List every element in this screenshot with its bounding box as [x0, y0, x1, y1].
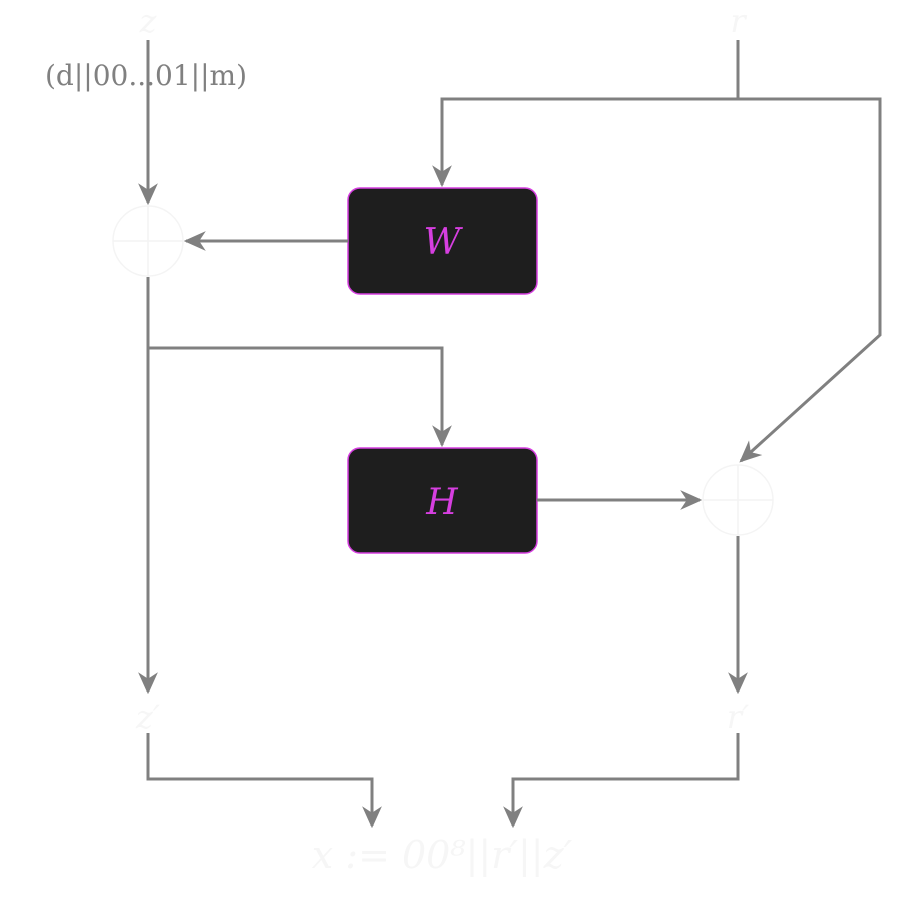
z-prefix-label: (d||00...01||m) [45, 59, 247, 92]
xor-icon [112, 205, 184, 277]
arrow-z-prime-to-x [146, 733, 382, 829]
r-prime-label: r′ [727, 698, 750, 736]
arrow-to-h [148, 346, 452, 448]
arrow-r-to-w [432, 97, 880, 188]
h-label: H [425, 482, 458, 523]
xor-icon [702, 464, 774, 536]
w-label: W [423, 222, 463, 263]
input-r-label: r [730, 2, 747, 40]
input-z-label: z [139, 2, 158, 40]
z-prime-label: z′ [135, 698, 161, 736]
arrow-r-to-xor2 [738, 97, 882, 463]
result-label: x := 00⁸||r′||z′ [312, 833, 573, 877]
arrow-r-prime-to-x [503, 733, 740, 829]
